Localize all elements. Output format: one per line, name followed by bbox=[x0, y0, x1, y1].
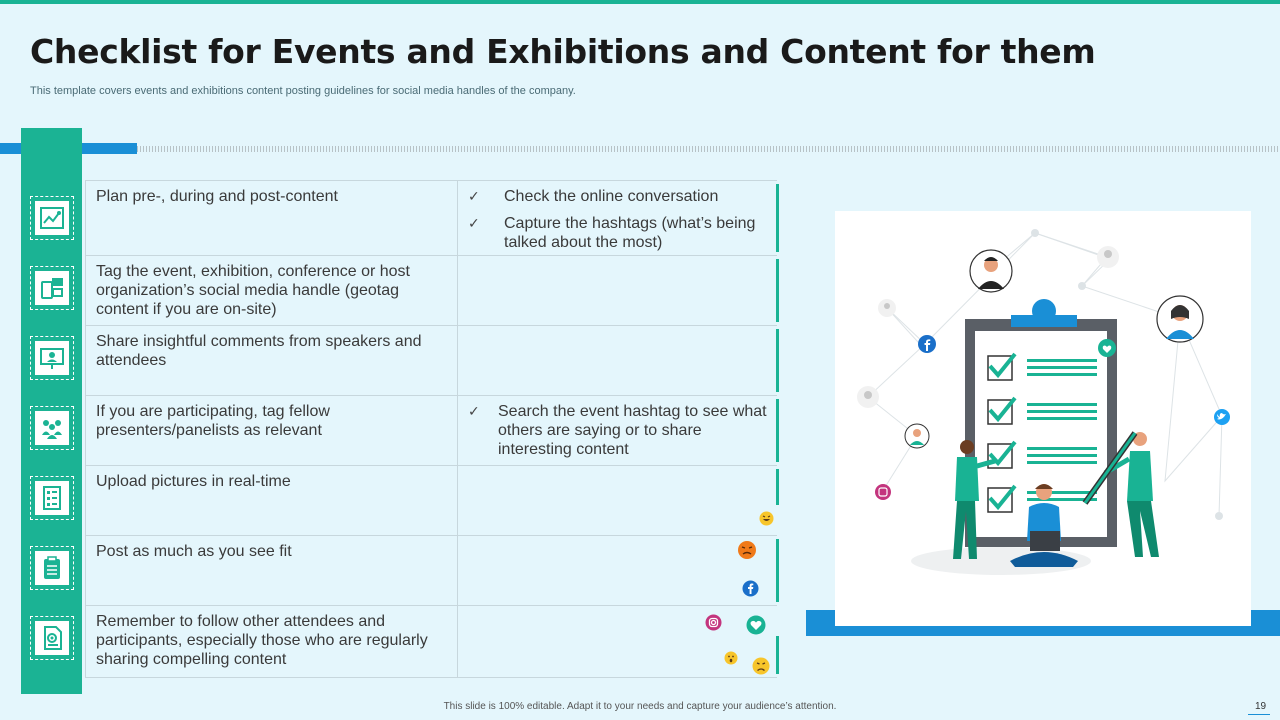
table-row: If you are participating, tag fellow pre… bbox=[85, 396, 779, 466]
table-row: Post as much as you see fit bbox=[85, 536, 779, 606]
row-task: Post as much as you see fit bbox=[85, 536, 458, 605]
laughing-emoji-icon bbox=[759, 511, 774, 526]
document-settings-icon bbox=[30, 616, 74, 660]
row-accent-edge bbox=[776, 469, 779, 505]
instagram-icon bbox=[705, 614, 722, 631]
checkmark-icon: ✓ bbox=[468, 215, 480, 231]
row-task: Share insightful comments from speakers … bbox=[85, 326, 458, 395]
table-row: Tag the event, exhibition, conference or… bbox=[85, 256, 779, 326]
row-accent-edge bbox=[776, 399, 779, 462]
row-task-line: Plan pre-, during and post-content bbox=[96, 188, 338, 205]
facebook-icon bbox=[742, 580, 759, 597]
row-task: If you are participating, tag fellow pre… bbox=[85, 396, 458, 465]
table-row: Plan pre-, during and post-content ✓ Che… bbox=[85, 181, 779, 256]
table-row: Upload pictures in real-time bbox=[85, 466, 779, 536]
row-notes bbox=[458, 326, 779, 395]
row-task: Tag the event, exhibition, conference or… bbox=[85, 256, 458, 325]
map-icon bbox=[30, 196, 74, 240]
row-task: Upload pictures in real-time bbox=[85, 466, 458, 535]
row-notes bbox=[458, 606, 779, 677]
row-notes: ✓ Search the event hashtag to see what o… bbox=[458, 396, 779, 465]
row-notes: ✓ Check the online conversation ✓ Captur… bbox=[458, 181, 779, 255]
table-row: Remember to follow other attendees and p… bbox=[85, 606, 779, 678]
row-notes bbox=[458, 466, 779, 535]
surprised-emoji-icon bbox=[724, 651, 738, 665]
clipboard-icon bbox=[30, 546, 74, 590]
checklist-icon bbox=[30, 476, 74, 520]
page-number: 19 bbox=[1255, 701, 1267, 712]
team-icon bbox=[30, 406, 74, 450]
checkmark-icon: ✓ bbox=[468, 188, 480, 204]
row-accent-edge bbox=[776, 184, 779, 252]
row-task: Plan pre-, during and post-content bbox=[85, 181, 458, 255]
social-share-icon bbox=[30, 266, 74, 310]
checkmark-icon: ✓ bbox=[468, 403, 480, 419]
presentation-icon bbox=[30, 336, 74, 380]
row-accent-edge bbox=[776, 259, 779, 322]
row-accent-edge bbox=[776, 329, 779, 392]
page-subtitle: This template covers events and exhibiti… bbox=[30, 85, 576, 97]
page-number-underline bbox=[1248, 714, 1270, 715]
row-task: Remember to follow other attendees and p… bbox=[85, 606, 458, 677]
row-notes bbox=[458, 536, 779, 605]
page-title: Checklist for Events and Exhibitions and… bbox=[30, 32, 1096, 71]
row-notes bbox=[458, 256, 779, 325]
angry-emoji-icon bbox=[738, 541, 756, 559]
dotted-divider bbox=[137, 146, 1280, 152]
heart-icon bbox=[746, 615, 766, 635]
row-accent-edge bbox=[776, 539, 779, 602]
top-accent-stripe bbox=[0, 0, 1280, 4]
checklist-illustration bbox=[835, 211, 1251, 626]
checklist-table: Plan pre-, during and post-content ✓ Che… bbox=[85, 180, 779, 678]
row-accent-edge bbox=[776, 636, 779, 674]
table-row: Share insightful comments from speakers … bbox=[85, 326, 779, 396]
footer-note: This slide is 100% editable. Adapt it to… bbox=[443, 701, 837, 712]
sad-emoji-icon bbox=[752, 657, 770, 675]
